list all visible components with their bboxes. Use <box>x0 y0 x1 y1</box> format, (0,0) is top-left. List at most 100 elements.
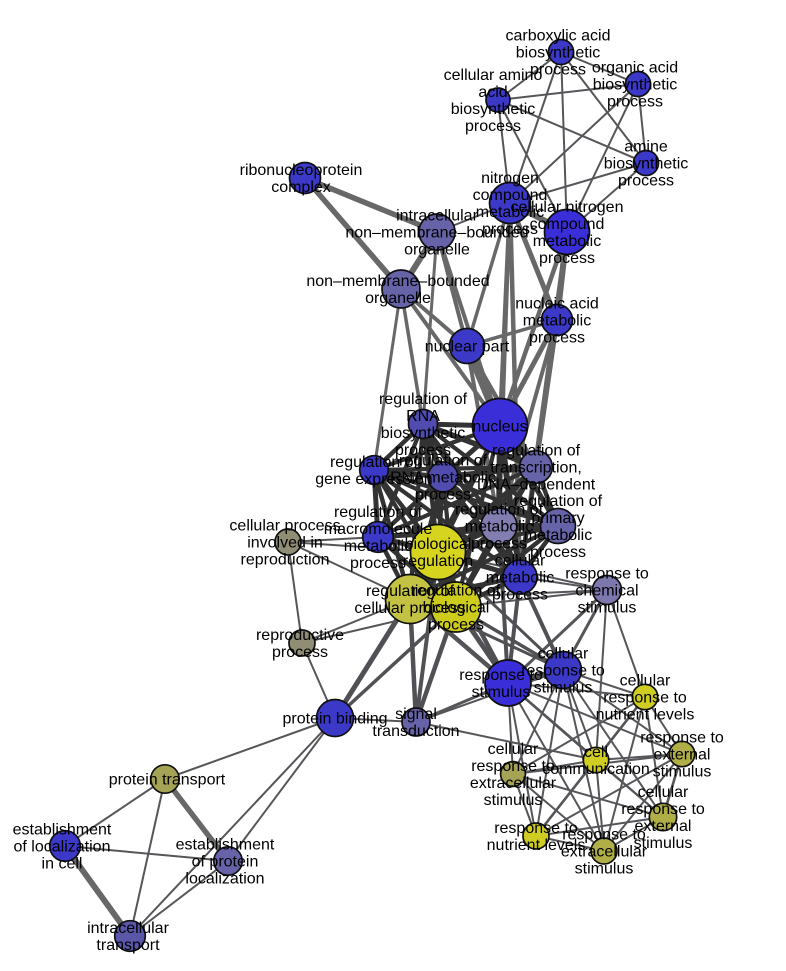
svg-text:response to: response to <box>562 827 646 844</box>
svg-text:cellular: cellular <box>495 553 546 570</box>
svg-text:localization: localization <box>185 871 264 888</box>
svg-text:process: process <box>618 173 674 190</box>
svg-text:intracellular: intracellular <box>87 920 169 937</box>
svg-text:of localization: of localization <box>14 839 111 856</box>
svg-text:carboxylic acid: carboxylic acid <box>506 28 611 45</box>
svg-text:transduction: transduction <box>372 723 459 740</box>
svg-text:process: process <box>465 118 521 135</box>
svg-text:stimulus: stimulus <box>634 835 693 852</box>
svg-text:protein binding: protein binding <box>283 711 388 728</box>
svg-text:metabolic: metabolic <box>486 570 554 587</box>
svg-text:in cell: in cell <box>42 856 83 873</box>
svg-text:metabolic: metabolic <box>524 527 592 544</box>
svg-text:non–membrane–bounded: non–membrane–bounded <box>345 225 528 242</box>
svg-text:compound: compound <box>530 216 605 233</box>
svg-text:biological: biological <box>423 600 490 617</box>
svg-text:cell: cell <box>584 744 608 761</box>
svg-text:response to: response to <box>640 730 724 747</box>
svg-text:extracellular: extracellular <box>470 775 557 792</box>
svg-text:process: process <box>607 94 663 111</box>
svg-text:signal: signal <box>395 706 437 723</box>
svg-text:regulation of: regulation of <box>334 504 423 521</box>
svg-text:biosynthetic: biosynthetic <box>604 156 689 173</box>
svg-text:regulation of: regulation of <box>399 453 488 470</box>
svg-text:metabolic: metabolic <box>476 204 544 221</box>
svg-text:metabolic: metabolic <box>523 313 591 330</box>
svg-text:nucleus: nucleus <box>472 419 527 436</box>
svg-text:process: process <box>395 442 451 459</box>
svg-text:stimulus: stimulus <box>534 680 593 697</box>
svg-text:cellular: cellular <box>620 673 671 690</box>
svg-text:RNA metabolic: RNA metabolic <box>390 470 496 487</box>
svg-text:process: process <box>539 250 595 267</box>
svg-text:transport: transport <box>96 937 160 954</box>
svg-text:stimulus: stimulus <box>653 764 712 781</box>
svg-text:communication: communication <box>542 761 650 778</box>
svg-text:response to: response to <box>565 566 649 583</box>
svg-text:establishment: establishment <box>13 822 112 839</box>
svg-text:response to: response to <box>459 667 543 684</box>
svg-text:biological: biological <box>405 536 472 553</box>
svg-text:response to: response to <box>494 820 578 837</box>
svg-text:complex: complex <box>271 179 331 196</box>
svg-text:response to: response to <box>621 801 705 818</box>
svg-text:RNA: RNA <box>406 408 440 425</box>
svg-text:reproduction: reproduction <box>241 552 330 569</box>
svg-text:cellular: cellular <box>488 741 539 758</box>
svg-text:primary: primary <box>531 510 584 527</box>
svg-text:nuclear part: nuclear part <box>425 339 510 356</box>
svg-text:organelle: organelle <box>404 242 470 259</box>
svg-text:regulation of: regulation of <box>514 493 603 510</box>
svg-text:macromolecule: macromolecule <box>324 521 433 538</box>
svg-text:process: process <box>415 487 471 504</box>
svg-text:regulation: regulation <box>403 553 473 570</box>
svg-text:regulation of: regulation of <box>455 502 544 519</box>
svg-text:response to: response to <box>603 690 687 707</box>
svg-text:process: process <box>482 221 538 238</box>
svg-text:gene expression: gene expression <box>315 471 432 488</box>
svg-text:nutrient levels: nutrient levels <box>596 707 695 724</box>
svg-text:metabolic: metabolic <box>465 519 533 536</box>
svg-text:cellular nitrogen: cellular nitrogen <box>511 199 624 216</box>
svg-text:external: external <box>635 818 692 835</box>
svg-text:response to: response to <box>471 758 555 775</box>
svg-text:organelle: organelle <box>365 290 431 307</box>
svg-text:of protein: of protein <box>192 854 259 871</box>
svg-text:non–membrane–bounded: non–membrane–bounded <box>306 273 489 290</box>
svg-text:stimulus: stimulus <box>578 600 637 617</box>
svg-text:regulation of: regulation of <box>492 443 581 460</box>
svg-text:ribonucleoprotein: ribonucleoprotein <box>240 162 363 179</box>
svg-text:biosynthetic: biosynthetic <box>593 77 678 94</box>
svg-text:involved in: involved in <box>247 535 323 552</box>
svg-text:regulation of: regulation of <box>379 391 468 408</box>
svg-text:protein transport: protein transport <box>109 772 226 789</box>
svg-text:transcription,: transcription, <box>490 460 582 477</box>
svg-text:process: process <box>272 644 328 661</box>
svg-text:process: process <box>350 555 406 572</box>
svg-text:nucleic acid: nucleic acid <box>515 296 599 313</box>
svg-text:stimulus: stimulus <box>484 792 543 809</box>
svg-text:response to: response to <box>521 663 605 680</box>
svg-text:acid: acid <box>478 84 507 101</box>
svg-text:compound: compound <box>473 187 548 204</box>
svg-text:cellular amino: cellular amino <box>444 67 543 84</box>
svg-text:process: process <box>428 617 484 634</box>
svg-text:amine: amine <box>624 139 668 156</box>
svg-text:establishment: establishment <box>176 837 275 854</box>
svg-text:stimulus: stimulus <box>472 684 531 701</box>
svg-text:nutrient levels: nutrient levels <box>487 837 586 854</box>
svg-text:biosynthetic: biosynthetic <box>381 425 466 442</box>
svg-text:external: external <box>654 747 711 764</box>
svg-text:cellular process: cellular process <box>229 518 340 535</box>
svg-text:intracellular: intracellular <box>396 208 478 225</box>
svg-text:extracellular: extracellular <box>561 844 648 861</box>
svg-text:cellular: cellular <box>538 646 589 663</box>
svg-text:nitrogen: nitrogen <box>481 170 539 187</box>
svg-text:metabolic: metabolic <box>533 233 601 250</box>
svg-text:process: process <box>471 536 527 553</box>
svg-text:metabolic: metabolic <box>344 538 412 555</box>
svg-text:cellular: cellular <box>638 784 689 801</box>
svg-text:regulation of: regulation of <box>412 583 501 600</box>
svg-text:process: process <box>530 544 586 561</box>
svg-text:cellular process: cellular process <box>354 600 465 617</box>
